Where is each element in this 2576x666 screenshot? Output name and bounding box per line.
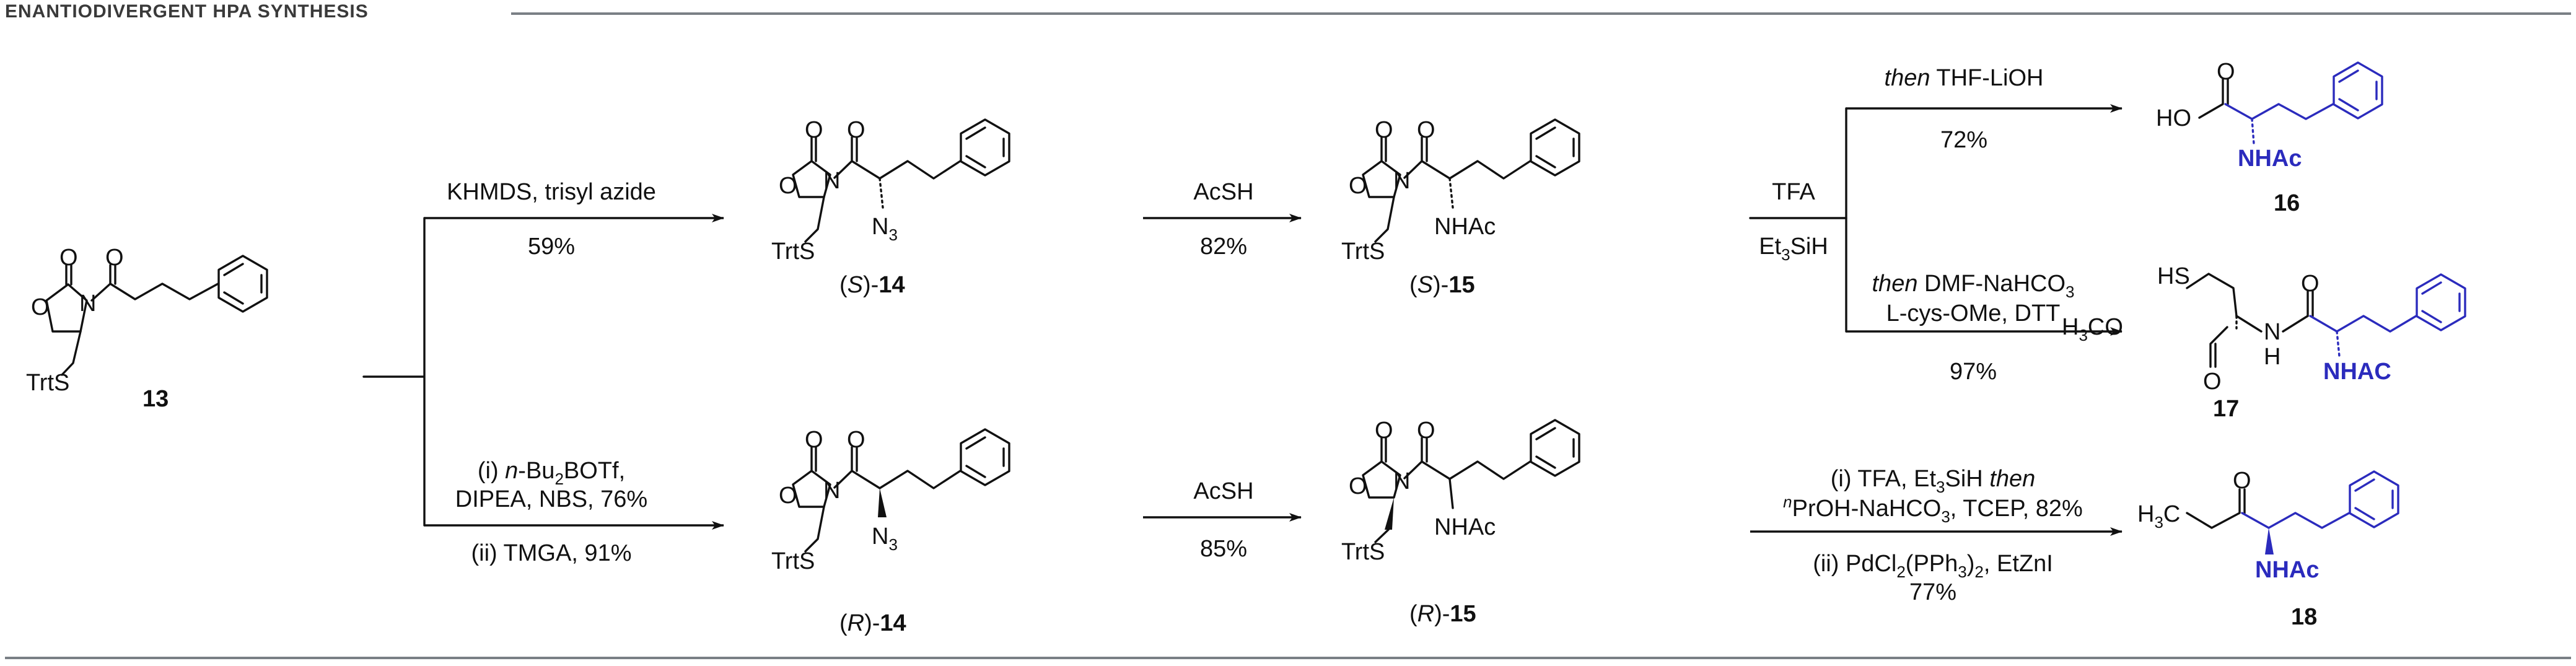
yield-97: 97% — [1950, 359, 1997, 385]
compound-16: HO O NHAc 16 — [2156, 59, 2383, 216]
svg-text:H: H — [2264, 344, 2280, 370]
svg-text:O: O — [805, 117, 823, 143]
compound-label-13: 13 — [142, 386, 169, 412]
svg-text:HS: HS — [2157, 263, 2190, 289]
svg-text:TrtS: TrtS — [771, 239, 815, 265]
yield-72: 72% — [1940, 127, 1987, 153]
svg-text:HO: HO — [2156, 105, 2191, 131]
yield-77: 77% — [1909, 579, 1956, 605]
cond-nbu2botf: (i) n-Bu2BOTf, — [478, 458, 625, 488]
svg-text:NHAC: NHAC — [2323, 359, 2391, 385]
compound-18: H3C O NHAc 18 — [2137, 468, 2399, 630]
svg-text:O: O — [1417, 117, 1435, 143]
yield-82: 82% — [1200, 234, 1247, 260]
branch-connector — [362, 217, 426, 527]
cond-cys: L-cys-OMe, DTT — [1886, 300, 2061, 326]
svg-text:N: N — [79, 291, 96, 317]
compound-R-14: O O O N N3 TrtS (R)-14 — [771, 427, 1010, 636]
compound-label-18: 18 — [2291, 604, 2317, 630]
svg-text:H3CO: H3CO — [2062, 314, 2123, 344]
cond-khmds: KHMDS, trisyl azide — [447, 179, 656, 205]
svg-text:N3: N3 — [872, 214, 898, 244]
cond-r3-i: (i) TFA, Et3SiH then — [1831, 466, 2036, 496]
svg-text:O: O — [779, 483, 797, 509]
svg-text:TrtS: TrtS — [1341, 539, 1385, 565]
svg-text:NHAc: NHAc — [1434, 514, 1496, 540]
trityl-thio: TrtS — [26, 370, 69, 396]
yield-59: 59% — [528, 234, 575, 260]
svg-text:NHAc: NHAc — [2255, 557, 2319, 583]
compound-S-15: O O O N NHAc TrtS (S)-15 — [1341, 117, 1580, 298]
cond-then-lioh: then THF-LiOH — [1885, 65, 2044, 91]
svg-text:O: O — [31, 294, 50, 320]
svg-text:O: O — [1349, 173, 1367, 199]
svg-text:TrtS: TrtS — [1341, 239, 1385, 265]
scheme-title: ENANTIODIVERGENT HPA SYNTHESIS — [5, 1, 377, 22]
svg-text:NHAc: NHAc — [2238, 146, 2302, 172]
svg-text:N: N — [1393, 468, 1410, 494]
svg-text:N: N — [823, 168, 840, 194]
label-S-14: (S)-14 — [839, 272, 905, 298]
cond-tfa: TFA — [1772, 179, 1815, 205]
cond-r3-i2: nPrOH-NaHCO3, TCEP, 82% — [1783, 493, 2083, 526]
carbonyl-o: O — [59, 245, 78, 271]
svg-text:O: O — [1375, 418, 1393, 444]
yield-85: 85% — [1200, 536, 1247, 562]
cond-et3sih: Et3SiH — [1759, 234, 1828, 264]
svg-text:O: O — [1375, 117, 1393, 143]
amide-o: O — [105, 245, 124, 271]
svg-text:O: O — [2301, 271, 2320, 297]
cond-acsh-lower: AcSH — [1193, 478, 1253, 504]
cond-tmga: (ii) TMGA, 91% — [471, 540, 631, 566]
compound-S-14: O O O N N3 TrtS (S)-14 — [771, 117, 1010, 298]
svg-text:O: O — [2203, 369, 2222, 395]
svg-text:H3C: H3C — [2137, 501, 2180, 532]
svg-text:N: N — [2264, 319, 2280, 345]
svg-text:N: N — [823, 478, 840, 504]
svg-text:O: O — [847, 427, 865, 453]
compound-17: HS H3CO O N H O NHAC 17 — [2062, 263, 2466, 422]
compound-R-15: O O O N NHAc TrtS (R)-15 — [1341, 418, 1580, 627]
label-R-14: (R)-14 — [839, 610, 906, 636]
svg-text:O: O — [805, 427, 823, 453]
cond-dipea: DIPEA, NBS, 76% — [455, 486, 647, 512]
compound-label-16: 16 — [2274, 190, 2300, 216]
svg-text:O: O — [2233, 468, 2251, 494]
svg-text:N: N — [1393, 168, 1410, 194]
compound-label-17: 17 — [2213, 396, 2239, 422]
svg-text:O: O — [2217, 59, 2235, 85]
cond-acsh-upper: AcSH — [1193, 179, 1253, 205]
svg-text:NHAc: NHAc — [1434, 214, 1496, 240]
svg-text:O: O — [1417, 418, 1435, 444]
cond-r3-ii: (ii) PdCl2(PPh3)2, EtZnI — [1813, 551, 2053, 581]
svg-text:O: O — [1349, 473, 1367, 499]
cond-then-nahco3: then DMF-NaHCO3 — [1872, 271, 2075, 301]
label-R-15: (R)-15 — [1409, 601, 1476, 627]
svg-text:O: O — [847, 117, 865, 143]
label-S-15: (S)-15 — [1409, 272, 1475, 298]
svg-text:N3: N3 — [872, 524, 898, 554]
compound-13: O O O N TrtS 13 — [26, 245, 268, 412]
svg-text:O: O — [779, 173, 797, 199]
svg-text:TrtS: TrtS — [771, 548, 815, 574]
